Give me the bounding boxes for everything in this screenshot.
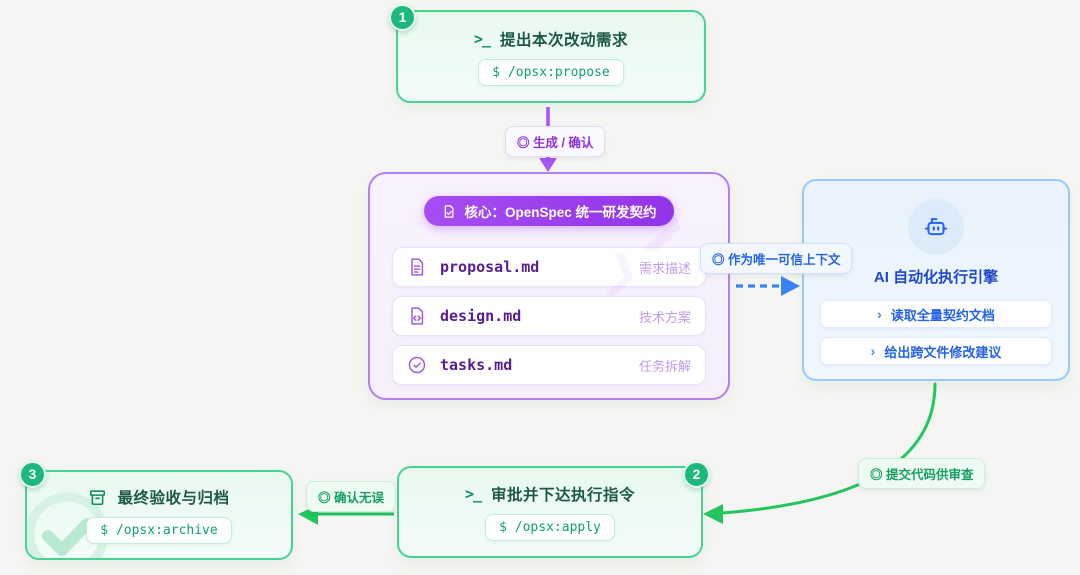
arrowhead-generate — [539, 158, 557, 172]
step1-card-propose: 1 >_ 提出本次改动需求 $ /opsx:propose — [389, 4, 706, 103]
contract-header-text: 核心：OpenSpec 统一研发契约 — [464, 205, 657, 220]
arrowhead-context — [781, 276, 800, 296]
file-tag: 需求描述 — [638, 260, 691, 276]
ai-capability-read: › 读取全量契约文档 — [820, 300, 1052, 328]
document-lines-icon — [411, 258, 424, 276]
file-row-tasks: tasks.md 任务拆解 — [392, 345, 706, 385]
ai-capability-label: 给出跨文件修改建议 — [884, 344, 1002, 360]
file-row-design: design.md 技术方案 — [392, 296, 706, 336]
ai-capability-suggest: › 给出跨文件修改建议 — [820, 337, 1052, 365]
step2-title-row: >_ 审批并下达执行指令 — [465, 483, 635, 505]
contract-card-openspec: ❯ ❯ 核心：OpenSpec 统一研发契约 proposal.md 需求描述 — [368, 172, 730, 400]
file-tag: 任务拆解 — [638, 358, 691, 374]
contract-file-list: proposal.md 需求描述 design.md 技术方案 tasks.md… — [392, 247, 706, 385]
edge-label-context: ◎ 作为唯一可信上下文 — [700, 243, 853, 274]
step2-card-apply: 2 >_ 审批并下达执行指令 $ /opsx:apply — [397, 461, 710, 558]
edge-label-generate: ◎ 生成 / 确认 — [505, 126, 606, 157]
arrow-review — [720, 382, 937, 515]
robot-icon-circle — [908, 199, 964, 255]
file-name: tasks.md — [440, 356, 513, 374]
step2-command-chip: $ /opsx:apply — [485, 514, 615, 541]
file-row-proposal: proposal.md 需求描述 — [392, 247, 706, 287]
code-file-icon — [411, 307, 424, 325]
chevron-right-icon: › — [870, 343, 876, 359]
chevron-right-icon: › — [877, 306, 882, 322]
terminal-prompt-icon: >_ — [473, 29, 491, 48]
step3-title: 最终验收与归档 — [117, 490, 230, 507]
step1-title: 提出本次改动需求 — [500, 31, 629, 49]
terminal-prompt-icon: >_ — [464, 485, 482, 503]
file-name: proposal.md — [440, 258, 540, 276]
arrowhead-review — [703, 504, 723, 524]
step2-number-badge: 2 — [683, 461, 710, 488]
ai-engine-card: AI 自动化执行引擎 › 读取全量契约文档 › 给出跨文件修改建议 — [802, 179, 1070, 381]
file-name: design.md — [440, 307, 522, 325]
step3-watermark-clip — [27, 472, 291, 558]
ai-capabilities-list: › 读取全量契约文档 › 给出跨文件修改建议 — [820, 300, 1052, 365]
step2-title: 审批并下达执行指令 — [491, 487, 636, 504]
step3-command-chip: $ /opsx:archive — [86, 517, 232, 544]
step1-title-row: >_ 提出本次改动需求 — [474, 28, 628, 50]
step3-title-row: 最终验收与归档 — [88, 486, 229, 508]
ai-engine-title: AI 自动化执行引擎 — [873, 269, 999, 286]
robot-icon — [924, 218, 948, 236]
step3-number-badge: 3 — [19, 461, 46, 488]
ai-capability-label: 读取全量契约文档 — [890, 307, 995, 323]
contract-header-pill: 核心：OpenSpec 统一研发契约 — [424, 196, 674, 226]
file-tag: 技术方案 — [638, 309, 691, 325]
edge-label-review: ◎ 提交代码供审查 — [858, 458, 986, 489]
step1-command-chip: $ /opsx:propose — [478, 58, 624, 86]
step1-number-badge: 1 — [389, 4, 416, 31]
check-circle-icon — [408, 356, 426, 374]
edge-label-confirm: ◎ 确认无误 — [306, 481, 396, 512]
archive-box-icon — [90, 489, 106, 505]
step3-card-archive: 3 最终验收与归档 $ /opsx:archive — [19, 461, 293, 560]
document-check-icon — [445, 204, 454, 218]
